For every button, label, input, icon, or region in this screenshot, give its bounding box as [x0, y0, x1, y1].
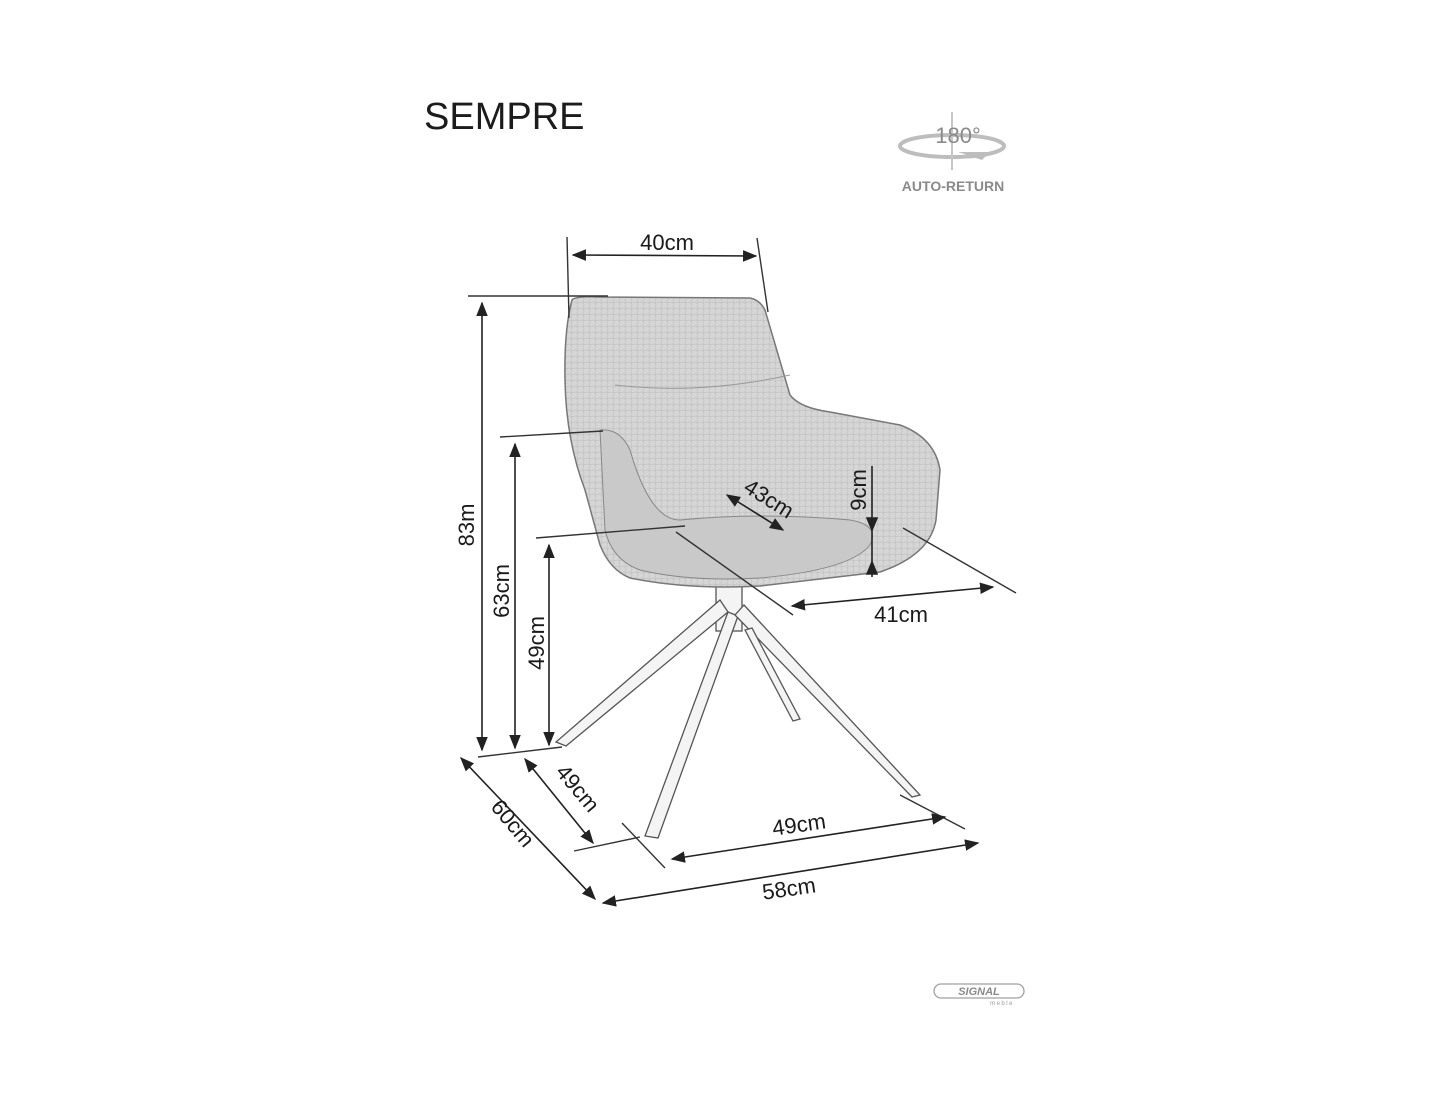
brand-sub: meble — [990, 1001, 1014, 1007]
brand-logo: SIGNAL meble — [933, 983, 1025, 1007]
brand-name: SIGNAL — [958, 986, 1000, 998]
auto-return-label: AUTO-RETURN — [902, 178, 1004, 194]
armrest-arrow — [865, 466, 879, 577]
extension-lines — [468, 236, 1017, 869]
dim-total-width: 58cm — [761, 872, 818, 904]
dimension-arrows — [460, 249, 995, 907]
dim-armrest-above-seat: 9cm — [846, 469, 871, 511]
chair-base — [554, 582, 922, 839]
dim-back-width: 40cm — [640, 230, 694, 255]
dim-seat-height: 49cm — [524, 616, 549, 670]
dim-total-depth: 60cm — [486, 795, 540, 852]
dim-seat-width: 41cm — [874, 602, 928, 627]
rotate-arrow-icon — [898, 112, 1006, 170]
dim-total-height: 83m — [454, 504, 479, 547]
product-title: SEMPRE — [424, 96, 585, 138]
dim-base-depth: 49cm — [551, 760, 605, 817]
dim-armrest-height: 63cm — [489, 564, 514, 618]
chair-seat-shell — [564, 296, 941, 588]
rotation-angle: 180° — [935, 123, 981, 148]
